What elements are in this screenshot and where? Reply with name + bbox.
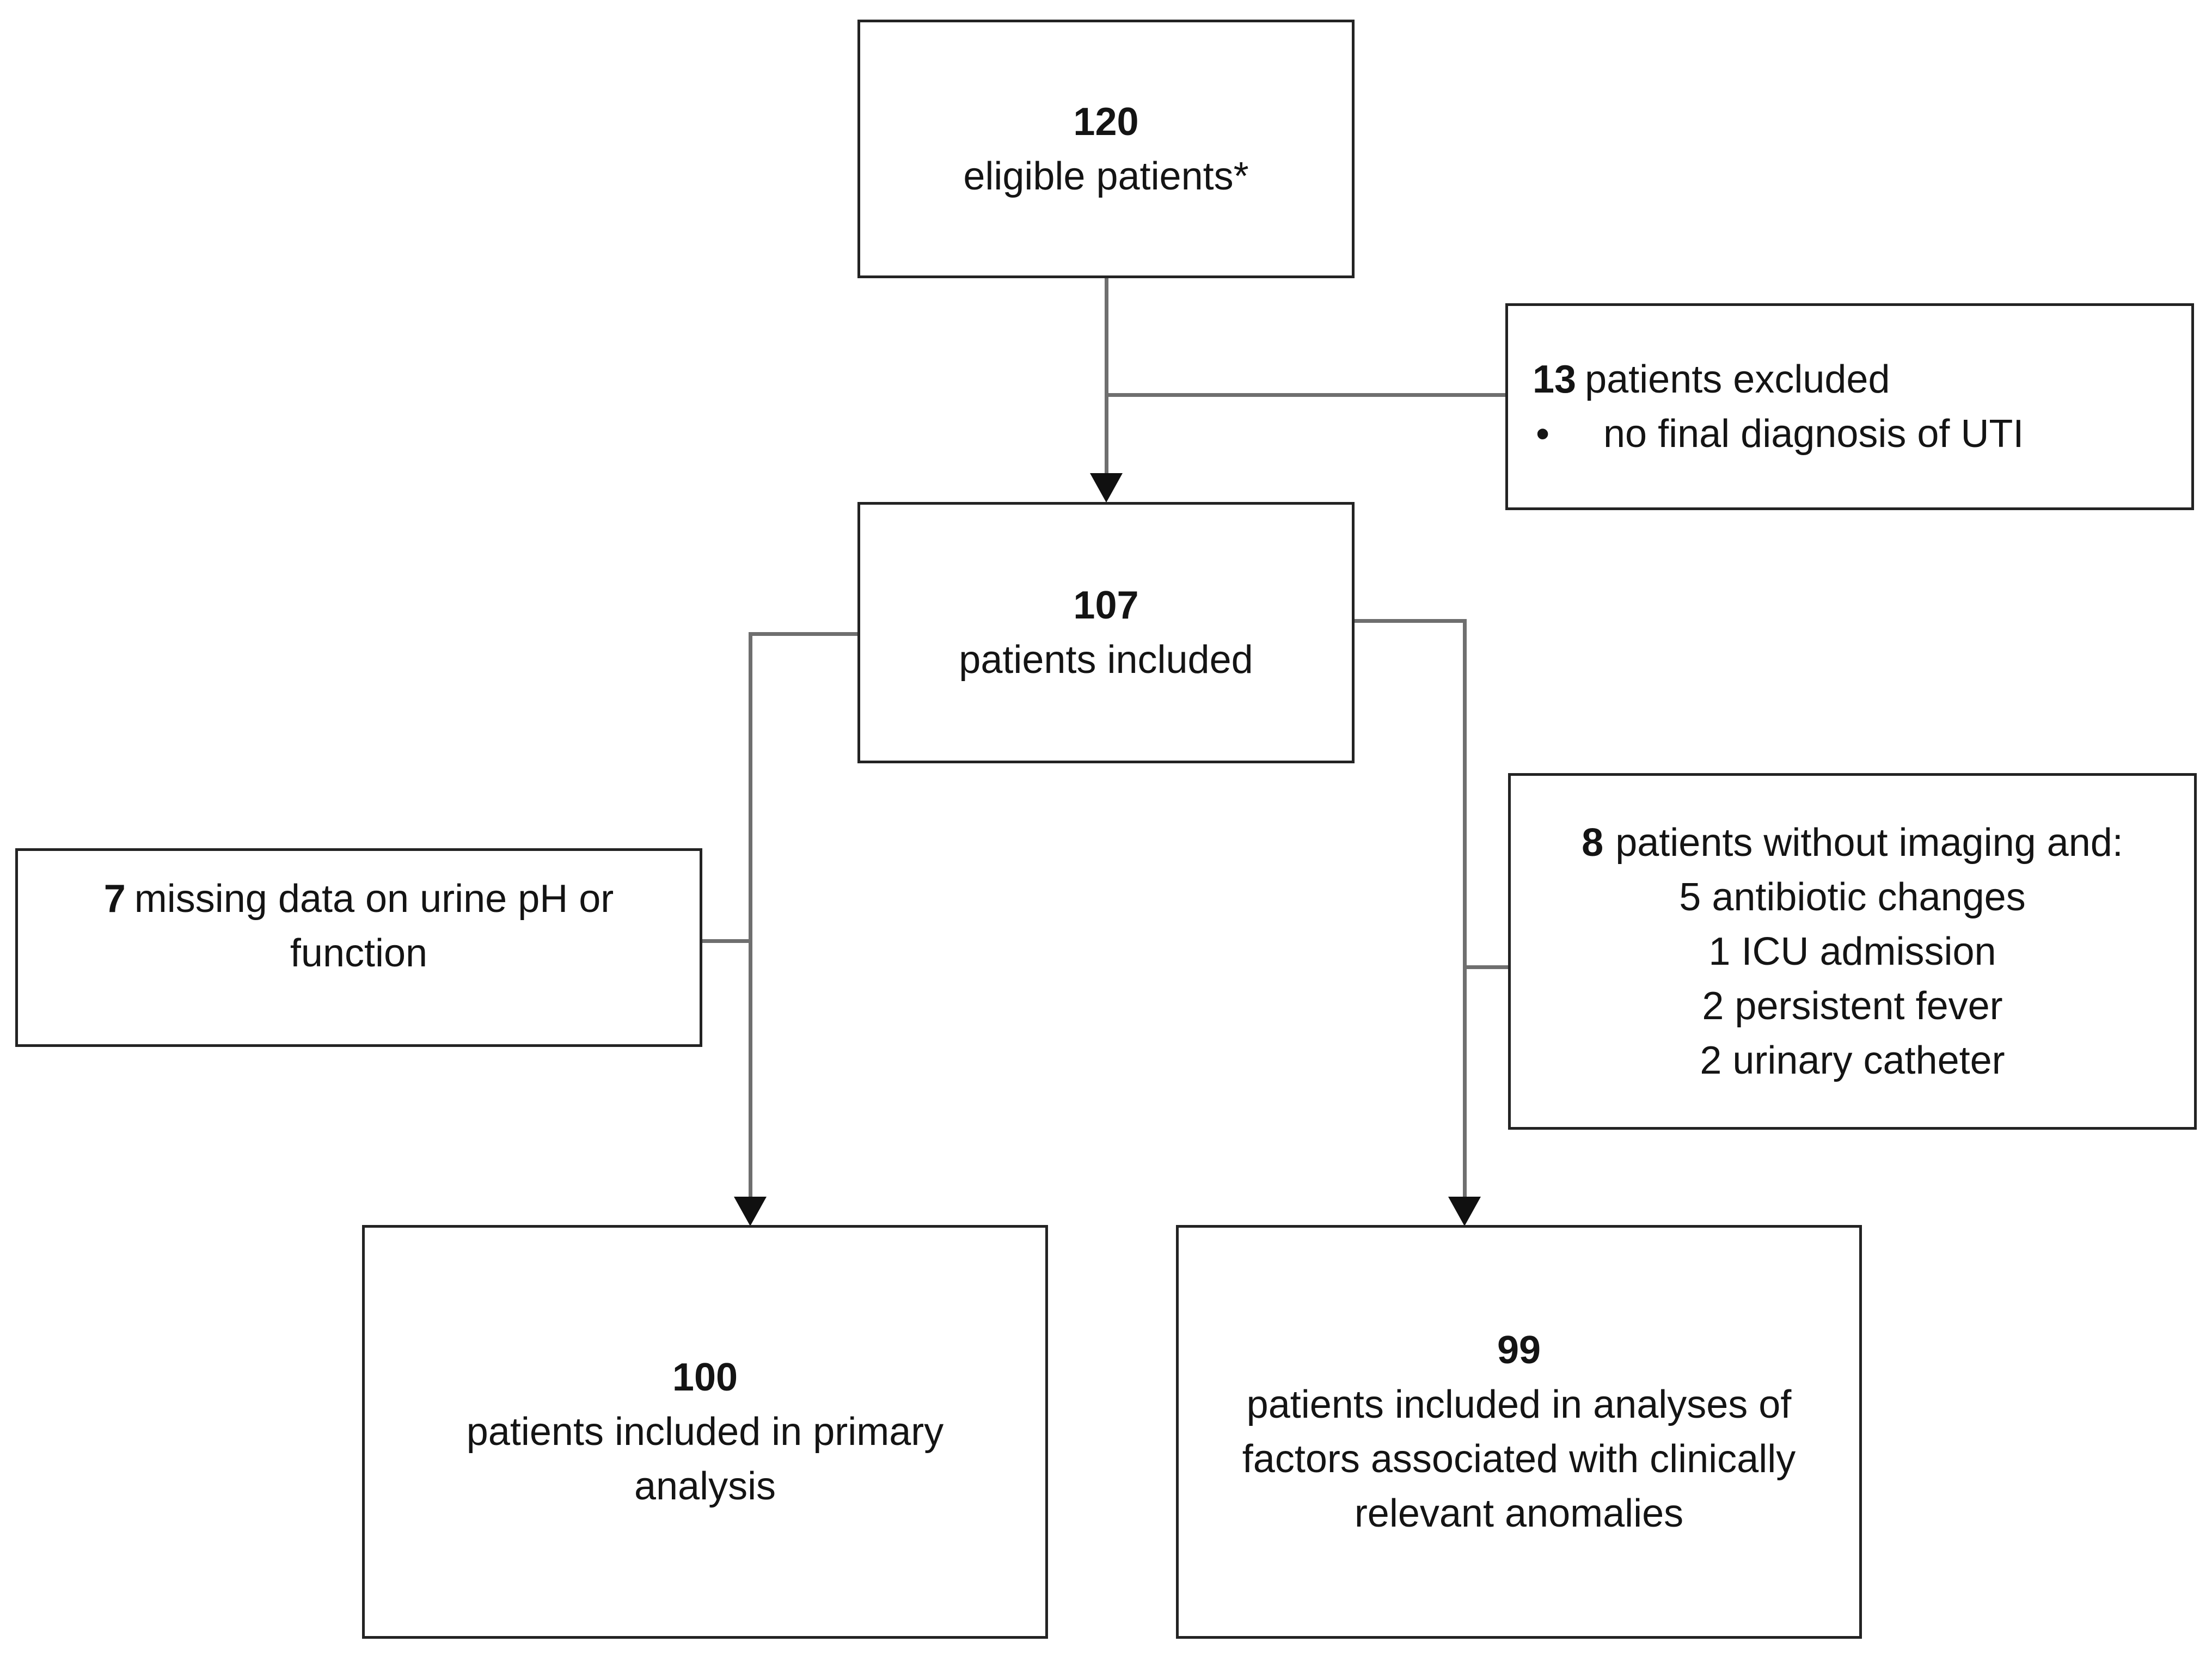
arrowhead-into-analyses [1448, 1197, 1481, 1226]
excluded-label: patients excluded [1585, 358, 1890, 401]
excluded-bullet-line: • no final diagnosis of UTI [1533, 407, 2024, 461]
without-imaging-count: 8 [1582, 820, 1604, 865]
analyses-factors-line: factors associated with clinically [1242, 1437, 1796, 1481]
primary-analysis-line: analysis [634, 1465, 776, 1508]
excluded-count: 13 [1533, 358, 1577, 401]
flow-box-included: 107 patients included [857, 502, 1355, 763]
flow-box-eligible: 120 eligible patients* [857, 20, 1355, 278]
connector-included-right [1355, 619, 1466, 623]
connector-included-left [750, 632, 857, 636]
without-imaging-item: 5 antibiotic changes [1679, 875, 2026, 919]
analyses-factors-line: patients included in analyses of [1246, 1383, 1792, 1426]
included-count: 107 [1073, 584, 1139, 627]
excluded-bullet-text: no final diagnosis of UTI [1603, 412, 2024, 456]
connector-imaging-link [1466, 965, 1508, 969]
connector-left-down [749, 632, 752, 1198]
connector-eligible-down [1105, 278, 1108, 476]
primary-analysis-count: 100 [672, 1356, 738, 1399]
primary-analysis-line: patients included in primary [466, 1410, 944, 1454]
without-imaging-item: 1 ICU admission [1708, 929, 1996, 973]
connector-excluded-branch [1106, 393, 1505, 397]
without-imaging-item: 2 persistent fever [1702, 984, 2003, 1028]
eligible-count: 120 [1073, 100, 1139, 144]
without-imaging-label: patients without imaging and: [1615, 820, 2123, 865]
missing-data-text1: missing data on urine pH or [134, 877, 614, 921]
analyses-factors-count: 99 [1497, 1328, 1541, 1372]
flow-box-analyses-factors: 99 patients included in analyses of fact… [1176, 1225, 1862, 1639]
without-imaging-item: 2 urinary catheter [1700, 1038, 2005, 1082]
bullet-icon: • [1536, 412, 1550, 456]
missing-data-line2: function [290, 931, 428, 975]
arrowhead-into-included [1090, 473, 1123, 503]
eligible-label: eligible patients* [963, 154, 1249, 198]
connector-missing-link [702, 939, 750, 943]
missing-data-count: 7 [103, 877, 126, 921]
included-label: patients included [959, 638, 1253, 682]
flow-box-primary-analysis: 100 patients included in primary analysi… [362, 1225, 1048, 1639]
analyses-factors-line: relevant anomalies [1354, 1492, 1684, 1535]
connector-right-down [1463, 619, 1467, 1198]
arrowhead-into-primary [734, 1197, 767, 1226]
